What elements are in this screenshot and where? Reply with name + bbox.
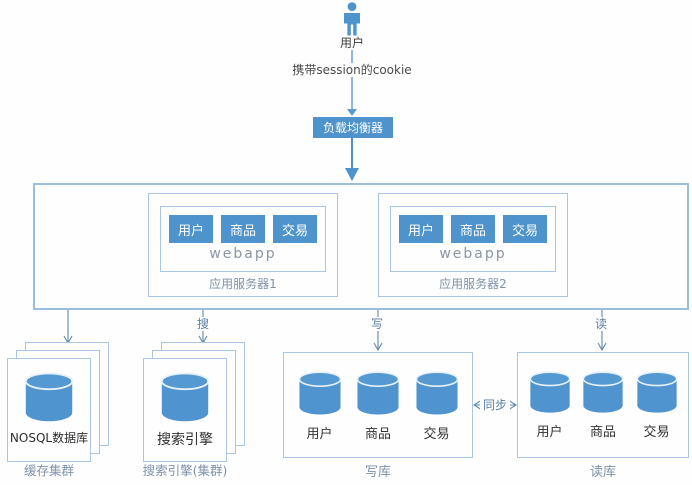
load-balancer-box: 负载均衡器	[313, 117, 393, 138]
app-server-1-caption: 应用服务器1	[209, 277, 277, 291]
module-box-user: 用户	[169, 215, 213, 243]
database-cylinder-icon	[356, 371, 400, 415]
app-server-2-caption: 应用服务器2	[439, 277, 507, 291]
db-store-trade: 交易	[635, 371, 679, 440]
database-cylinder-icon	[636, 371, 677, 413]
database-cylinder-icon	[160, 372, 210, 422]
app-server-1-box: 用户 商品 交易 webapp 应用服务器1	[148, 193, 338, 297]
module-box-product: 商品	[451, 215, 495, 243]
webapp-label: webapp	[439, 246, 507, 262]
search-stack-front: 搜索引擎	[143, 358, 227, 462]
read-db-caption: 读库	[589, 465, 617, 480]
read-db-box: 用户 商品 交易	[517, 352, 689, 458]
edge-label-search: 搜	[193, 317, 213, 332]
write-db-box: 用户 商品 交易	[283, 352, 473, 458]
db-store-user: 用户	[528, 371, 572, 440]
session-cookie-note: 携带session的cookie	[289, 63, 415, 78]
search-db-label: 搜索引擎	[157, 432, 213, 448]
webapp-box-1: 用户 商品 交易 webapp	[160, 206, 326, 272]
cache-stack-front: NOSQL数据库	[7, 358, 91, 462]
database-cylinder-icon	[24, 372, 74, 422]
user-label: 用户	[336, 36, 368, 51]
user-person-icon	[340, 2, 364, 40]
module-row: 用户 商品 交易	[399, 215, 547, 243]
cache-db-label: NOSQL数据库	[9, 431, 89, 445]
module-box-trade: 交易	[503, 215, 547, 243]
store-label: 交易	[423, 427, 450, 442]
arrow-loadbalancer-to-cluster	[345, 138, 359, 181]
edge-label-write: 写	[367, 317, 387, 332]
db-store-product: 商品	[355, 371, 401, 442]
db-store-product: 商品	[581, 371, 625, 440]
database-cylinder-icon	[298, 371, 341, 415]
store-label: 交易	[643, 425, 670, 440]
database-cylinder-icon	[582, 371, 624, 413]
store-label: 商品	[589, 425, 616, 440]
db-store-user: 用户	[297, 371, 343, 442]
app-cluster-container	[33, 183, 689, 310]
write-db-caption: 写库	[364, 465, 392, 480]
module-box-trade: 交易	[273, 215, 317, 243]
store-label: 商品	[364, 427, 391, 442]
module-row: 用户 商品 交易	[169, 215, 317, 243]
cache-cluster-caption: 缓存集群	[23, 463, 75, 478]
edge-label-read: 读	[591, 317, 611, 332]
load-balancer-label: 负载均衡器	[322, 121, 383, 135]
module-box-product: 商品	[221, 215, 265, 243]
webapp-label: webapp	[209, 246, 277, 262]
edge-label-sync: 同步	[479, 398, 511, 413]
store-label: 用户	[536, 425, 563, 440]
store-label: 用户	[306, 427, 333, 442]
arrow-cluster-to-cache	[63, 310, 73, 345]
database-cylinder-icon	[529, 371, 570, 413]
db-store-trade: 交易	[414, 371, 460, 442]
database-cylinder-icon	[415, 371, 458, 415]
search-cluster-caption: 搜索引擎(集群)	[142, 463, 228, 478]
webapp-box-2: 用户 商品 交易 webapp	[390, 206, 556, 272]
app-server-2-box: 用户 商品 交易 webapp 应用服务器2	[378, 193, 568, 297]
module-box-user: 用户	[399, 215, 443, 243]
